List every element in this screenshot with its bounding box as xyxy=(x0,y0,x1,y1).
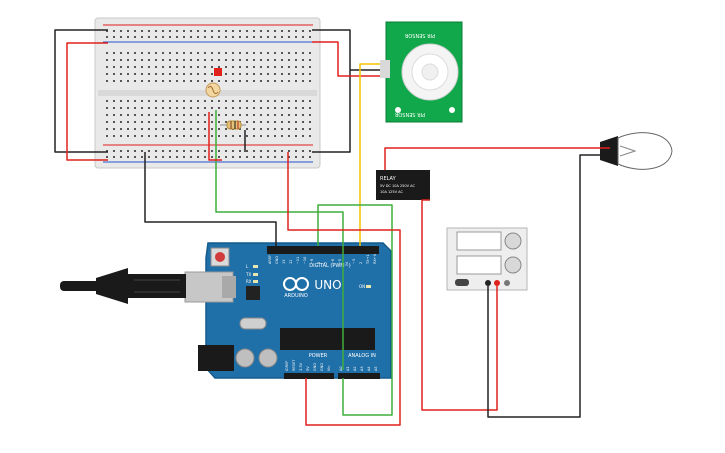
resistor[interactable] xyxy=(220,120,246,130)
digital-pin-label: 4 xyxy=(345,261,349,264)
board-led xyxy=(253,273,258,276)
relay-line-1: 5V DC 10A 250V AC xyxy=(380,184,415,188)
wire-supply-red xyxy=(421,199,498,411)
power-jack xyxy=(198,345,234,371)
analog-pin-label: A5 xyxy=(374,366,378,371)
supply-knob-top[interactable] xyxy=(504,232,522,250)
power-header xyxy=(284,373,334,379)
led[interactable] xyxy=(214,68,222,76)
relay-title: RELAY xyxy=(380,176,397,182)
digital-pin-label: ~5 xyxy=(338,259,342,264)
relay-line-2: 10A 125V AC xyxy=(380,190,403,194)
digital-pin-label: TX→1 xyxy=(366,254,370,265)
atmega-chip xyxy=(280,328,375,350)
supply-terminal-negative[interactable] xyxy=(485,280,491,286)
digital-pin-label: ~6 xyxy=(331,259,335,264)
wire-gnd-black xyxy=(144,152,277,246)
digital-pin-label: 7 xyxy=(324,262,328,264)
analog-pin-label: A4 xyxy=(367,366,371,371)
board-leds: L TX RX ON xyxy=(245,264,371,289)
power-pin-label: GND xyxy=(313,363,317,371)
wire-pir-red xyxy=(312,41,380,77)
pir-label-bottom: PIR SENSOR xyxy=(394,111,425,117)
digital-header-label: DIGITAL (PWM~) xyxy=(309,263,351,269)
usb-cable xyxy=(60,268,186,304)
power-pin-label: GND xyxy=(320,363,324,371)
wire-rail-black-left xyxy=(54,29,108,153)
wire-led-red xyxy=(208,112,222,161)
board-led-label: TX xyxy=(245,272,251,277)
digital-pin-label: AREF xyxy=(268,255,272,264)
digital-pin-label: ~10 xyxy=(303,257,307,264)
board-led xyxy=(253,280,258,283)
digital-pin-label: ~3 xyxy=(352,259,356,264)
wire-supply-black xyxy=(487,154,600,418)
model-label: UNO xyxy=(314,278,341,292)
digital-pin-label: 12 xyxy=(289,260,293,264)
breadboard-holes xyxy=(106,30,311,158)
analog-header-label: ANALOG IN xyxy=(348,353,376,359)
board-led-label: ON xyxy=(359,284,365,289)
photoresistor[interactable] xyxy=(205,82,221,98)
power-pin-label: Vin xyxy=(327,365,331,371)
pir-sensor[interactable]: PIR SENSOR PIR SENSOR xyxy=(380,21,463,123)
digital-pin-label: 8 xyxy=(317,262,321,264)
analog-pin-label: A3 xyxy=(360,366,364,371)
board-led xyxy=(253,265,258,268)
power-pin-label: IOREF xyxy=(285,361,289,371)
supply-switch[interactable] xyxy=(455,279,469,286)
digital-pin-label: 2 xyxy=(359,262,363,264)
power-pin-label: 3.3V xyxy=(299,362,303,371)
power-pin-label: 5V xyxy=(306,366,310,371)
digital-pin-label: ~9 xyxy=(310,259,314,264)
digital-pin-label: ~11 xyxy=(296,257,300,264)
supply-terminal-positive[interactable] xyxy=(494,280,500,286)
supply-display-bottom xyxy=(456,255,502,275)
power-supply[interactable] xyxy=(446,227,528,291)
board-led xyxy=(366,285,371,288)
arduino-logo xyxy=(283,277,309,291)
digital-header xyxy=(267,246,379,254)
brand-label: ARDUINO xyxy=(284,293,308,299)
wire-pir-yellow xyxy=(359,63,380,246)
wire-ldr-green xyxy=(215,110,344,370)
wire-relay-red-top xyxy=(384,147,610,170)
power-pin-label: RESET xyxy=(292,359,296,371)
light-bulb[interactable] xyxy=(600,132,673,170)
wire-5v-red xyxy=(287,152,401,426)
supply-knob-bottom[interactable] xyxy=(504,256,522,274)
wire-rail-red-left xyxy=(66,42,108,161)
wires xyxy=(54,29,610,426)
pir-label-top: PIR SENSOR xyxy=(404,32,435,38)
analog-pin-label: A2 xyxy=(353,366,357,371)
digital-pin-label: GND xyxy=(275,256,279,264)
relay[interactable]: RELAY 5V DC 10A 250V AC 10A 125V AC xyxy=(376,170,430,200)
wire-relay-green xyxy=(317,204,393,416)
analog-pin-label: A1 xyxy=(346,366,350,371)
digital-pin-label: RX←0 xyxy=(373,254,377,264)
digital-pin-label: 13 xyxy=(282,260,286,264)
board-led-label: L xyxy=(246,264,249,269)
analog-header xyxy=(338,373,380,379)
wire-rail-black-right xyxy=(312,29,351,153)
supply-display-top xyxy=(456,231,502,251)
power-header-label: POWER xyxy=(309,353,328,359)
board-led-label: RX xyxy=(246,279,252,284)
analog-pin-label: A0 xyxy=(339,366,343,371)
